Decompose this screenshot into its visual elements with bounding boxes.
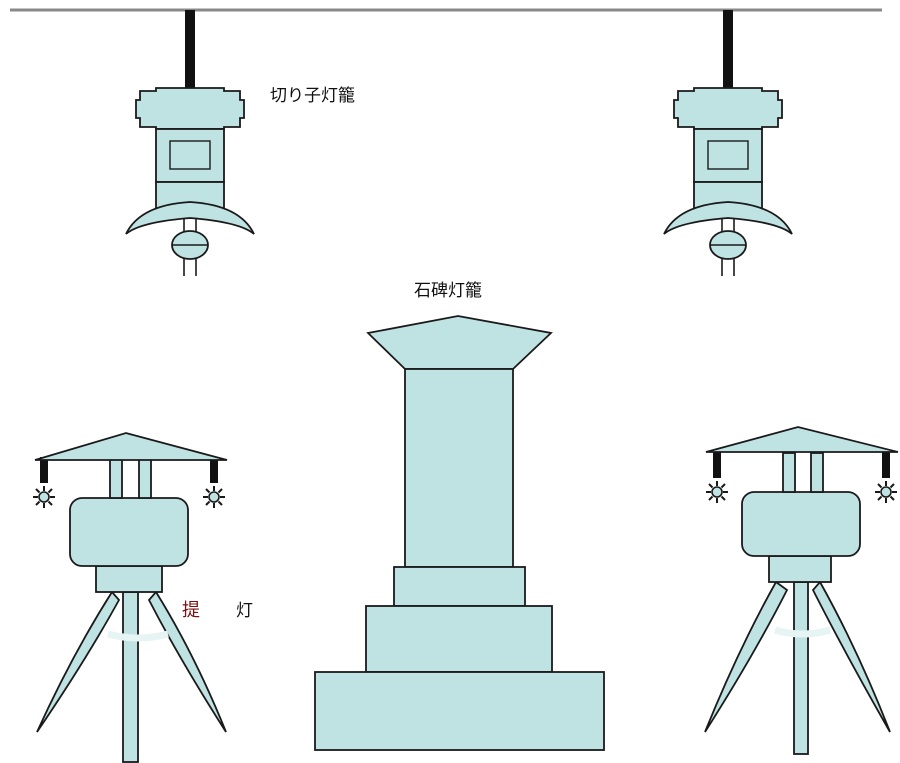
chochin-label-part1: 提	[182, 600, 200, 621]
kiriko-lantern-left	[125, 9, 255, 277]
kiriko-lantern-right	[663, 9, 793, 277]
chochin-lantern-right	[704, 426, 899, 755]
chochin-lantern-left	[32, 432, 228, 763]
sekihi-lantern-label: 石碑灯籠	[414, 281, 482, 301]
kiriko-lantern-label: 切り子灯籠	[270, 86, 355, 106]
chochin-label-part2: 灯	[236, 601, 253, 621]
sekihi-lantern	[314, 315, 605, 751]
